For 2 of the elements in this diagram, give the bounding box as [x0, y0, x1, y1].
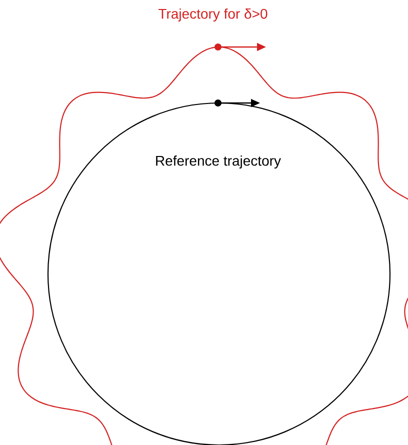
trajectory-label: Trajectory for δ>0 — [158, 8, 268, 22]
trajectory-label: Reference trajectory — [156, 155, 281, 169]
